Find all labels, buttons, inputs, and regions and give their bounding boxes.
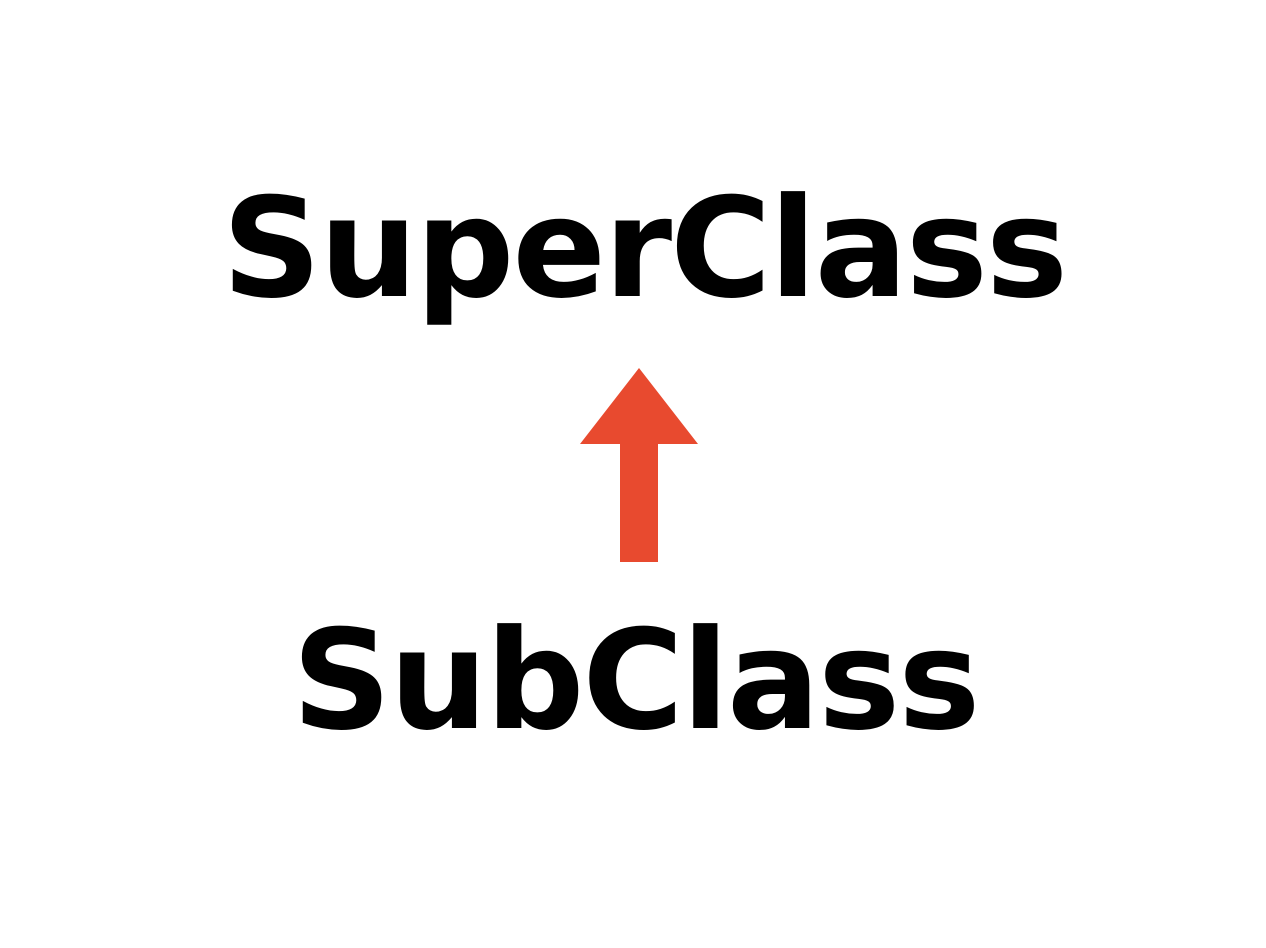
arrow-up-icon — [580, 368, 698, 562]
subclass-label: SubClass — [292, 600, 980, 761]
superclass-label: SuperClass — [222, 168, 1068, 329]
